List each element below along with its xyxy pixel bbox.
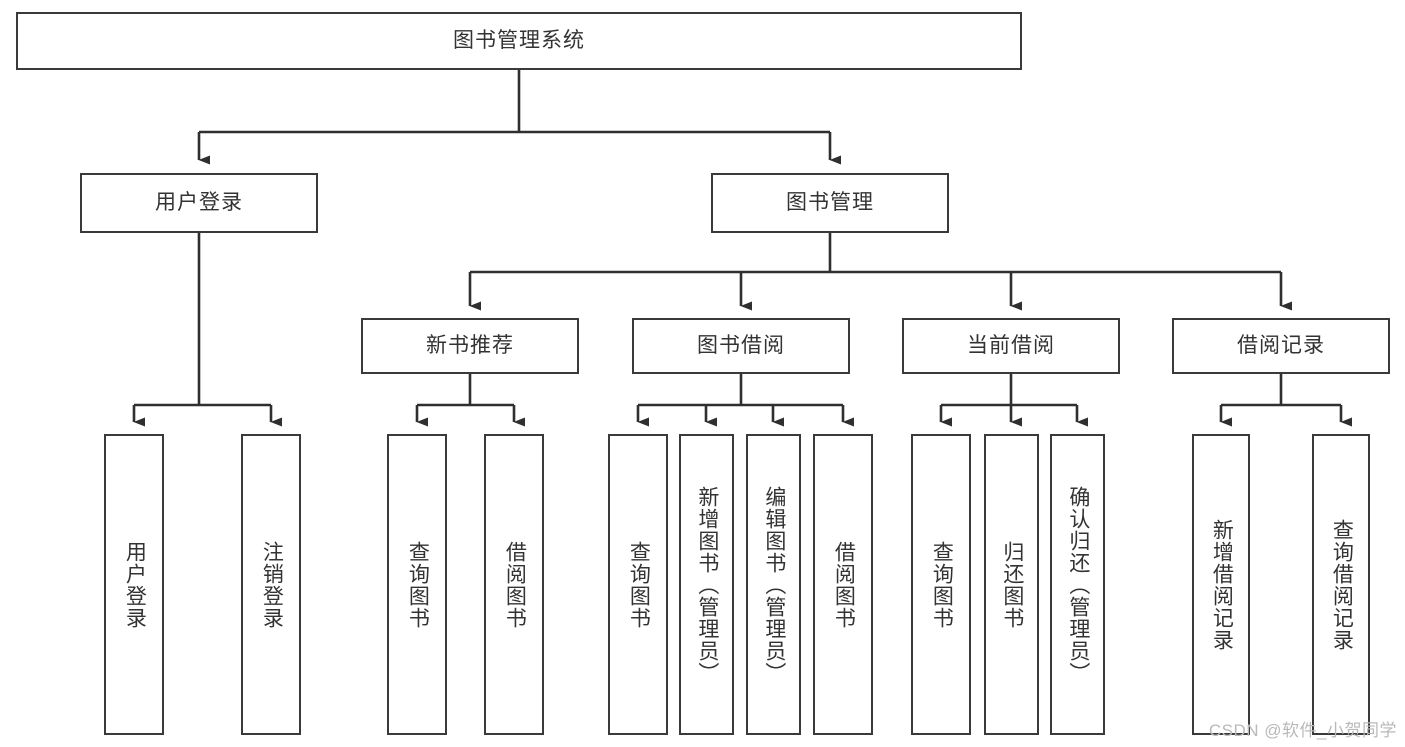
leaf-borrow-book-newbook[interactable]: 借阅图书 bbox=[484, 434, 544, 735]
node-current-borrow[interactable]: 当前借阅 bbox=[902, 318, 1120, 374]
node-borrow-records[interactable]: 借阅记录 bbox=[1172, 318, 1390, 374]
node-user-login[interactable]: 用户登录 bbox=[80, 173, 318, 233]
leaf-query-book-borrow-label: 查询图书 bbox=[627, 540, 651, 629]
leaf-query-book-borrow[interactable]: 查询图书 bbox=[608, 434, 668, 735]
leaf-query-borrow-record[interactable]: 查询借阅记录 bbox=[1312, 434, 1370, 735]
node-current-borrow-label: 当前借阅 bbox=[967, 334, 1055, 358]
leaf-add-borrow-record-label: 新增借阅记录 bbox=[1210, 518, 1234, 651]
leaf-return-book[interactable]: 归还图书 bbox=[984, 434, 1039, 735]
leaf-return-book-label: 归还图书 bbox=[1000, 540, 1024, 629]
leaf-query-book-current[interactable]: 查询图书 bbox=[911, 434, 971, 735]
leaf-borrow-book-label: 借阅图书 bbox=[832, 540, 856, 629]
leaf-logout-label: 注销登录 bbox=[260, 540, 284, 629]
csdn-watermark: CSDN @软件_小贺同学 bbox=[1208, 721, 1397, 740]
node-book-management-label: 图书管理 bbox=[786, 191, 874, 215]
leaf-add-borrow-record[interactable]: 新增借阅记录 bbox=[1192, 434, 1250, 735]
node-root-label: 图书管理系统 bbox=[453, 29, 585, 53]
node-borrow-records-label: 借阅记录 bbox=[1237, 334, 1325, 358]
leaf-confirm-return-admin[interactable]: 确认归还（管理员） bbox=[1050, 434, 1105, 735]
leaf-edit-book-admin[interactable]: 编辑图书（管理员） bbox=[746, 434, 801, 735]
leaf-borrow-book[interactable]: 借阅图书 bbox=[813, 434, 873, 735]
leaf-logout[interactable]: 注销登录 bbox=[241, 434, 301, 735]
leaf-query-book-current-label: 查询图书 bbox=[930, 540, 954, 629]
leaf-user-login[interactable]: 用户登录 bbox=[104, 434, 164, 735]
leaf-borrow-book-newbook-label: 借阅图书 bbox=[503, 540, 527, 629]
node-root[interactable]: 图书管理系统 bbox=[16, 12, 1022, 70]
leaf-query-book-newbook[interactable]: 查询图书 bbox=[387, 434, 447, 735]
node-user-login-label: 用户登录 bbox=[155, 191, 243, 215]
node-new-book-recommend[interactable]: 新书推荐 bbox=[361, 318, 579, 374]
node-book-management[interactable]: 图书管理 bbox=[711, 173, 949, 233]
leaf-query-book-newbook-label: 查询图书 bbox=[406, 540, 430, 629]
node-book-borrow[interactable]: 图书借阅 bbox=[632, 318, 850, 374]
leaf-add-book-admin-label: 新增图书（管理员） bbox=[695, 485, 719, 684]
leaf-user-login-label: 用户登录 bbox=[123, 540, 147, 629]
leaf-add-book-admin[interactable]: 新增图书（管理员） bbox=[679, 434, 734, 735]
leaf-confirm-return-admin-label: 确认归还（管理员） bbox=[1066, 485, 1090, 684]
leaf-edit-book-admin-label: 编辑图书（管理员） bbox=[762, 485, 786, 684]
node-book-borrow-label: 图书借阅 bbox=[697, 334, 785, 358]
leaf-query-borrow-record-label: 查询借阅记录 bbox=[1330, 518, 1354, 651]
node-new-book-recommend-label: 新书推荐 bbox=[426, 334, 514, 358]
